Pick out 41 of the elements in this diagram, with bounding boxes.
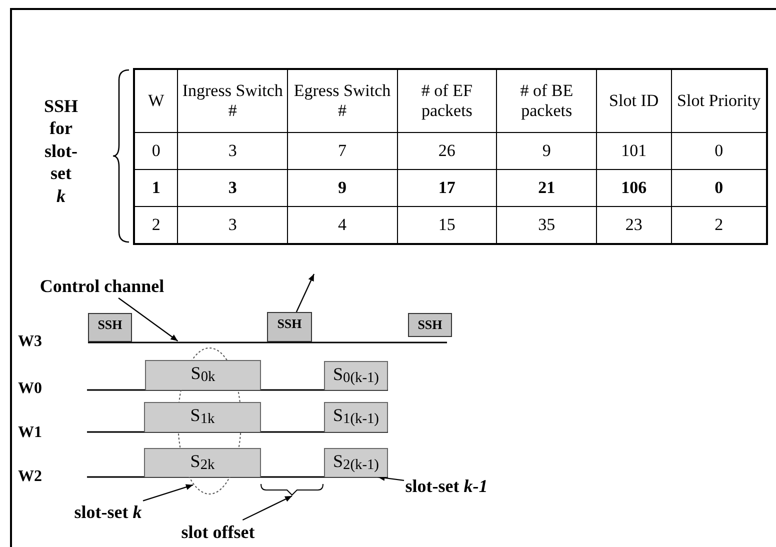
table-cell: 9: [496, 132, 596, 170]
table-cell: 1: [134, 170, 178, 206]
table-cell: W: [134, 69, 178, 132]
header-block: SSH: [267, 312, 312, 342]
table-cell: Egress Switch #: [287, 69, 398, 132]
channel-label: W1: [18, 424, 42, 442]
channel-label: W3: [18, 333, 42, 351]
table-cell: 9: [287, 170, 398, 206]
caption-text: slot-set k-1: [405, 476, 488, 496]
arrow: [296, 274, 315, 312]
caption-text: SSH for slot-set k: [44, 94, 78, 208]
slot-block: S$_{2k}$: [144, 448, 261, 477]
caption-text: Control channel: [40, 276, 164, 296]
table-cell: Slot ID: [596, 69, 672, 132]
table-cell: 101: [596, 132, 672, 170]
table-cell: 106: [596, 170, 672, 206]
slot-block: S$_{2(k-1)}$: [324, 448, 388, 477]
table-cell: 21: [496, 170, 596, 206]
slot-block: S$_{0(k-1)}$: [324, 361, 388, 390]
table-cell: # of EF packets: [397, 69, 497, 132]
arrow: [242, 495, 292, 521]
table-cell: 3: [178, 170, 288, 206]
channel-label: W0: [18, 380, 42, 398]
caption-text: slot-set k: [74, 502, 142, 522]
arrow: [142, 484, 194, 502]
slot-block: S$_{0k}$: [145, 360, 261, 390]
table-cell: 26: [397, 132, 497, 170]
arrow: [118, 298, 178, 342]
table-cell: 7: [287, 132, 398, 170]
header-block: SSH: [408, 313, 452, 337]
slot-block: S$_{1(k-1)}$: [324, 402, 388, 432]
table-cell: 3: [178, 132, 288, 170]
header-block: SSH: [88, 313, 132, 342]
slot-block: S$_{1k}$: [144, 402, 261, 432]
table-cell: 0: [134, 132, 178, 170]
table-cell: 17: [397, 170, 497, 206]
channel-label: W2: [18, 468, 42, 486]
arrow: [378, 474, 404, 482]
table-cell: # of BE packets: [496, 69, 596, 132]
table-cell: Ingress Switch #: [178, 69, 288, 132]
caption-text: slot offset: [181, 522, 255, 542]
